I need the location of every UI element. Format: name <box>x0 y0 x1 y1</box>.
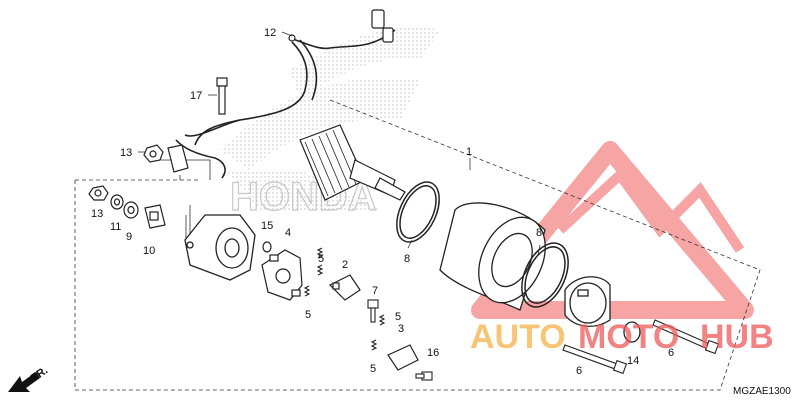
watermark-brand-part2: MOTO <box>578 318 679 356</box>
bolt-part-7 <box>367 299 379 323</box>
callout-labels: 1 2 3 4 5 5 5 5 6 6 7 8 8 9 10 11 12 13 … <box>91 27 674 377</box>
washer-part-11 <box>110 194 124 210</box>
o-ring-part-8-right <box>521 242 569 308</box>
assembly-boundary <box>74 99 761 391</box>
callout-6a: 6 <box>576 365 582 377</box>
terminal-insulator-part-10 <box>144 204 166 229</box>
callout-5b: 5 <box>305 309 311 321</box>
watermark-brand-part3: HUB <box>700 318 774 356</box>
callout-2: 2 <box>342 259 348 271</box>
callout-17: 17 <box>190 90 202 102</box>
callout-4: 4 <box>285 227 291 239</box>
callout-10: 10 <box>143 245 155 257</box>
brush-part-3 <box>387 344 419 371</box>
front-direction-indicator: FR. <box>8 364 50 392</box>
callout-8b: 8 <box>536 227 542 239</box>
motor-case-yoke <box>439 202 546 311</box>
through-bolts-part-6 <box>562 319 720 375</box>
bolt-part-17 <box>216 77 228 115</box>
watermark-brand: AUTO MOTO HUB <box>470 318 774 356</box>
callout-8a: 8 <box>404 253 410 265</box>
callout-13b: 13 <box>91 208 103 220</box>
washer-part-9 <box>123 201 139 219</box>
callout-5d: 5 <box>370 363 376 375</box>
bolt-part-16 <box>415 371 433 381</box>
callout-9: 9 <box>126 231 132 243</box>
cable-terminal-top <box>288 9 394 43</box>
diagram-code: MGZAE1300 <box>733 386 791 397</box>
callout-6b: 6 <box>668 347 674 359</box>
callout-13a: 13 <box>120 147 132 159</box>
callout-15: 15 <box>261 220 273 232</box>
starter-cable-harness <box>175 29 396 179</box>
leader-lines <box>138 31 541 256</box>
brush-holder-part-4 <box>261 249 303 301</box>
callout-5a: 5 <box>318 253 324 265</box>
front-cover <box>564 276 611 327</box>
callout-3: 3 <box>398 323 404 335</box>
nut-part-13-upper <box>143 144 164 163</box>
callout-7: 7 <box>372 285 378 297</box>
callout-5c: 5 <box>395 311 401 323</box>
callout-16: 16 <box>427 347 439 359</box>
rear-cover <box>184 214 256 281</box>
direction-arrow-icon <box>8 372 40 392</box>
springs-part-5 <box>303 247 386 351</box>
callout-14: 14 <box>627 355 639 367</box>
armature-part <box>299 124 406 201</box>
watermark-brand-part1: AUTO <box>470 318 566 356</box>
nut-part-13-lower <box>88 185 109 201</box>
o-ring-part-15 <box>262 241 272 253</box>
o-ring-part-14 <box>623 321 641 343</box>
cable-terminal-left <box>167 144 189 173</box>
callout-11: 11 <box>110 221 121 233</box>
o-ring-part-8-left <box>396 181 440 243</box>
callout-1: 1 <box>466 146 472 158</box>
brush-part-2 <box>328 274 361 301</box>
callout-12: 12 <box>264 27 276 39</box>
